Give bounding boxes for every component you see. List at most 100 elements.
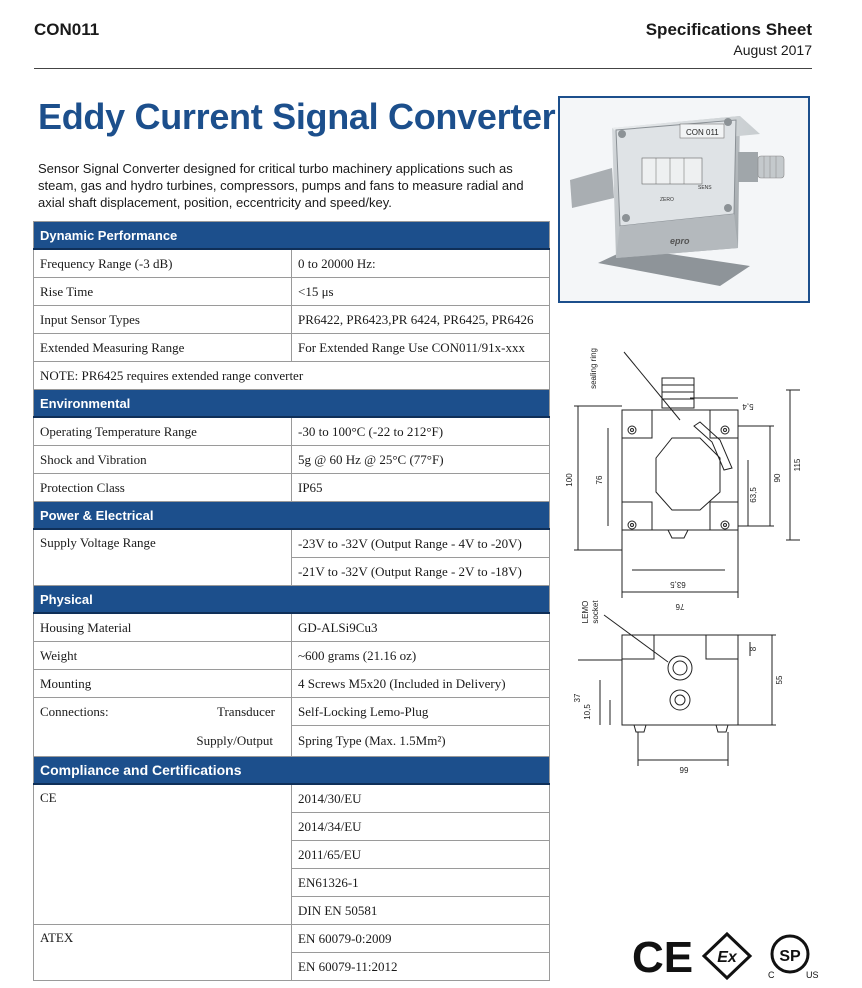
spec-value: <15 μs	[291, 277, 550, 306]
section-title-dynamic: Dynamic Performance	[33, 221, 550, 250]
section-header: Dynamic Performance	[33, 221, 550, 250]
spec-value: -30 to 100°C (-22 to 212°F)	[291, 416, 550, 446]
spec-label: Rise Time	[33, 277, 292, 306]
dim-37: 37	[573, 693, 582, 702]
spec-value: -21V to -32V (Output Range - 2V to -18V)	[291, 557, 550, 586]
certification-marks-svg: CE Ex SP C US	[632, 931, 819, 982]
dim-63-5: 63,5	[749, 487, 758, 503]
section-header: Power & Electrical	[33, 501, 550, 530]
connections-label-cell: Connections: Transducer	[33, 697, 292, 726]
photo-brand: epro	[670, 236, 690, 246]
spec-label: Housing Material	[33, 612, 292, 642]
table-row: EN61326-1	[34, 868, 550, 897]
spec-value: 5g @ 60 Hz @ 25°C (77°F)	[291, 445, 550, 474]
spec-value: EN 60079-11:2012	[291, 952, 550, 981]
header-right: Specifications Sheet August 2017	[646, 20, 812, 58]
spec-label: Supply Voltage Range	[33, 528, 292, 586]
connections-label: Connections:	[40, 703, 109, 719]
table-row: DIN EN 50581	[34, 896, 550, 925]
spec-value: PR6422, PR6423,PR 6424, PR6425, PR6426	[291, 305, 550, 334]
spec-value: IP65	[291, 473, 550, 502]
spec-value: Spring Type (Max. 1.5Mm²)	[291, 725, 550, 757]
spec-value: Self-Locking Lemo-Plug	[291, 697, 550, 726]
photo-sens-label: SENS	[698, 185, 712, 191]
sheet-date: August 2017	[733, 42, 812, 58]
table-row: NOTE: PR6425 requires extended range con…	[33, 361, 550, 390]
spec-value: GD-ALSi9Cu3	[291, 612, 550, 642]
table-row: EN 60079-11:2012	[34, 952, 550, 981]
spec-label: Weight	[33, 641, 292, 670]
ce-label: CE	[33, 783, 292, 925]
dim-115: 115	[793, 458, 802, 471]
spec-label: Extended Measuring Range	[33, 333, 292, 362]
dim-8: 8	[749, 646, 758, 651]
sheet-title: Specifications Sheet	[645, 20, 812, 39]
table-row: Connections: Transducer Self-Locking Lemo…	[33, 697, 550, 726]
table-row: 2014/34/EU	[34, 812, 550, 841]
section-title-compliance: Compliance and Certifications	[33, 756, 550, 785]
section-header: Physical	[33, 585, 550, 614]
spec-value: EN 60079-0:2009	[291, 924, 550, 953]
product-photo-illustration: CON 011 ZERO SENS epro	[560, 98, 808, 301]
csa-mark-icon: SP	[779, 948, 801, 965]
spec-label: Mounting	[33, 669, 292, 698]
atex-ex-icon: Ex	[717, 949, 738, 966]
document-code: CON011	[34, 20, 100, 39]
intro-paragraph: Sensor Signal Converter designed for cri…	[38, 161, 524, 210]
spec-value: For Extended Range Use CON011/91x-xxx	[291, 333, 550, 362]
table-row: -21V to -32V (Output Range - 2V to -18V)	[34, 557, 550, 586]
dim-63-5-b: 63,5	[670, 580, 686, 589]
csa-us-label: US	[806, 970, 819, 980]
spec-value: 2011/65/EU	[291, 840, 550, 869]
spec-label: Input Sensor Types	[33, 305, 292, 334]
dim-99: 99	[680, 766, 689, 775]
spec-value: 2014/30/EU	[291, 783, 550, 813]
dim-76-b: 76	[675, 602, 684, 611]
ce-mark-icon: CE	[632, 933, 693, 980]
dim-90: 90	[773, 473, 782, 482]
label-sealing-ring: sealing ring	[589, 348, 598, 389]
spec-label: Operating Temperature Range	[33, 416, 292, 446]
section-title-power: Power & Electrical	[33, 501, 550, 530]
transducer-label: Transducer	[216, 703, 275, 719]
dim-100: 100	[565, 473, 574, 487]
table-row: Frequency Range (-3 dB)0 to 20000 Hz:	[33, 248, 550, 278]
table-row: Weight~600 grams (21.16 oz)	[33, 641, 550, 670]
spec-value: DIN EN 50581	[291, 896, 550, 925]
product-photo: CON 011 ZERO SENS epro	[558, 96, 810, 303]
spec-value: -23V to -32V (Output Range - 4V to -20V)	[291, 528, 550, 558]
photo-zero-label: ZERO	[660, 197, 674, 203]
section-header: Compliance and Certifications	[33, 756, 550, 785]
table-row: Operating Temperature Range-30 to 100°C …	[33, 416, 550, 446]
section-header: Environmental	[33, 389, 550, 418]
section-title-environmental: Environmental	[33, 389, 550, 418]
spec-note: NOTE: PR6425 requires extended range con…	[33, 361, 550, 390]
page-title: Eddy Current Signal Converter	[38, 96, 556, 137]
dim-5-4: 5,4	[742, 402, 754, 411]
photo-label: CON 011	[686, 128, 719, 137]
spec-label: Shock and Vibration	[33, 445, 292, 474]
spec-label: Frequency Range (-3 dB)	[33, 248, 292, 278]
label-lemo: LEMO	[581, 601, 590, 624]
header-divider	[34, 68, 812, 69]
specifications-table: Dynamic Performance Frequency Range (-3 …	[33, 221, 550, 981]
table-row: Supply/Output Spring Type (Max. 1.5Mm²)	[33, 725, 550, 757]
dim-10-5: 10,5	[583, 704, 592, 720]
dim-76: 76	[595, 475, 604, 484]
dimension-drawings: sealing ring 100 76 115 90 63,5 5,4 63,5…	[560, 330, 810, 780]
spec-value: 2014/34/EU	[291, 812, 550, 841]
section-title-physical: Physical	[33, 585, 550, 614]
dim-55: 55	[775, 675, 784, 684]
spec-value: ~600 grams (21.16 oz)	[291, 641, 550, 670]
spec-value: 0 to 20000 Hz:	[291, 248, 550, 278]
atex-label: ATEX	[33, 924, 292, 981]
label-socket: socket	[591, 600, 600, 624]
